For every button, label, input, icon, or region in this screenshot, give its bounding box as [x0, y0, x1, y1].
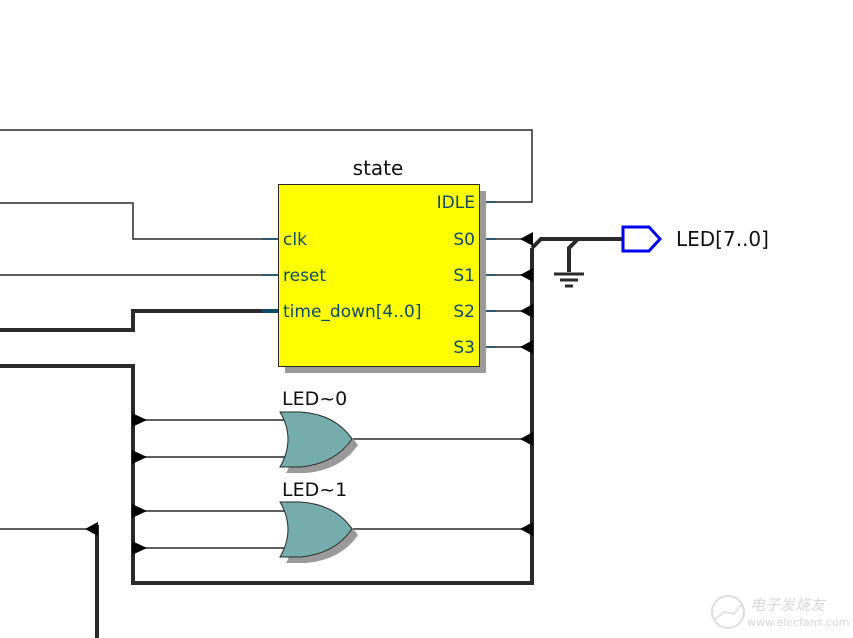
arrow-left-icon [520, 304, 533, 318]
watermark-brand: 电子发烧友 [750, 596, 827, 614]
or-gate-led1[interactable]: LED~1 [279, 479, 358, 563]
arrow-left-icon [85, 522, 98, 536]
arrow-right-icon [132, 541, 147, 555]
arrow-right-icon [132, 450, 147, 464]
arrow-left-icon [520, 522, 533, 536]
watermark-logo-icon [711, 595, 745, 629]
bus-wires [0, 237, 622, 638]
state-block-body[interactable] [278, 184, 480, 367]
port-s0: S0 [453, 230, 475, 250]
watermark-url: www.elecfans.com [747, 616, 849, 629]
ground-tap[interactable] [567, 237, 580, 272]
watermark: 电子发烧友 www.elecfans.com [711, 595, 849, 629]
ground-icon [554, 272, 584, 288]
output-port-led[interactable]: LED[7..0] [621, 225, 769, 253]
port-s1: S1 [453, 266, 475, 286]
left-bus[interactable] [0, 248, 534, 585]
arrow-left-icon [520, 268, 533, 282]
or-gate-led0[interactable]: LED~0 [279, 388, 358, 473]
gate-label-led0: LED~0 [282, 388, 347, 410]
bus-arrows [85, 232, 533, 555]
led-output-bus[interactable] [530, 237, 622, 250]
port-time-down: time_down[4..0] [283, 302, 421, 322]
arrow-left-icon [520, 340, 533, 354]
port-s2: S2 [453, 302, 475, 322]
gate-label-led1: LED~1 [282, 479, 347, 501]
or-gate-icon [279, 411, 353, 468]
watermark-logo-trace [713, 603, 743, 621]
output-port-icon[interactable] [621, 225, 663, 253]
time-down-bus[interactable] [0, 309, 262, 332]
port-idle: IDLE [437, 193, 475, 213]
port-s3: S3 [453, 338, 475, 358]
arrow-left-icon [520, 232, 533, 246]
clk-wire[interactable] [0, 202, 279, 240]
arrow-right-icon [132, 504, 147, 518]
state-block[interactable]: state clk reset time_down[4..0] IDLE S0 … [278, 156, 487, 373]
idle-feedback-wire[interactable] [0, 129, 533, 203]
port-clk: clk [283, 230, 307, 250]
port-reset: reset [283, 266, 326, 286]
or-gate-icon [279, 501, 353, 558]
state-block-title: state [353, 156, 404, 180]
output-port-label: LED[7..0] [676, 227, 769, 251]
arrow-left-icon [520, 432, 533, 446]
arrow-right-icon [132, 413, 147, 427]
